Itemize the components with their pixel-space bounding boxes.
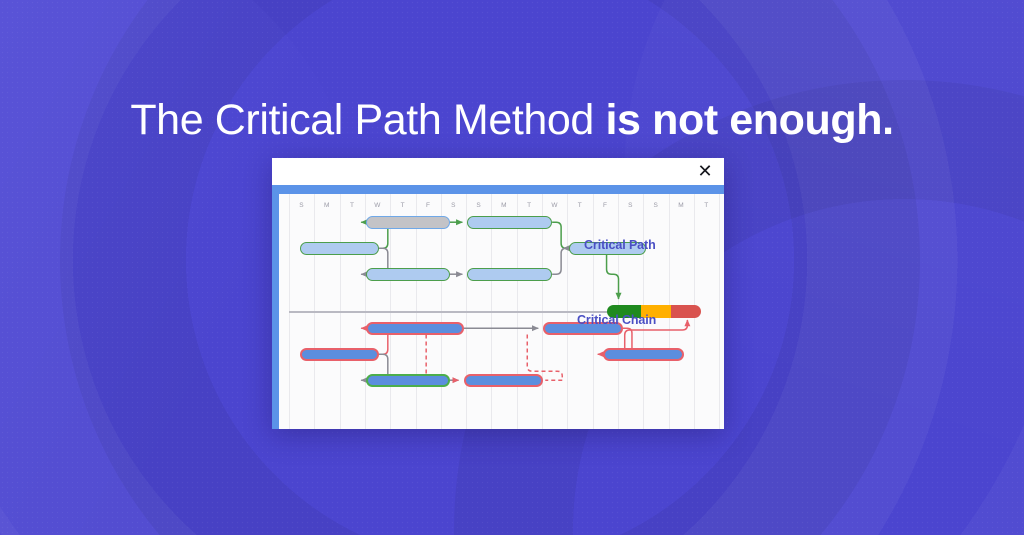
- gantt-task-bar[interactable]: [300, 242, 379, 255]
- project-buffer-bar[interactable]: [606, 305, 702, 318]
- window-accent-rail: [272, 194, 279, 429]
- day-header: S: [653, 202, 659, 209]
- gantt-task-bar[interactable]: [366, 374, 450, 387]
- day-header: T: [577, 202, 583, 209]
- day-header: W: [374, 202, 381, 209]
- gantt-task-bar[interactable]: [463, 374, 544, 387]
- day-header: T: [527, 202, 532, 209]
- buffer-segment-safe: [606, 305, 641, 318]
- day-header: F: [603, 202, 608, 209]
- day-header: T: [350, 202, 355, 209]
- gantt-task-bar[interactable]: [467, 268, 553, 281]
- gantt-task-bar[interactable]: [543, 322, 623, 335]
- gantt-task-bar[interactable]: [366, 216, 450, 229]
- gantt-task-bar[interactable]: [467, 216, 553, 229]
- buffer-segment-watch: [640, 305, 672, 318]
- day-header: W: [551, 202, 558, 209]
- buffer-segment-critical: [671, 305, 702, 318]
- critical-chain-label: Critical Chain: [577, 313, 657, 327]
- page-title: The Critical Path Method is not enough.: [0, 99, 1024, 142]
- close-icon[interactable]: ✕: [697, 161, 713, 181]
- gantt-chart: S M T W T F S S M T W T F S S M T Critical Path Critical…: [279, 194, 724, 429]
- day-header: M: [324, 202, 330, 209]
- day-header: M: [678, 202, 685, 209]
- day-header: T: [400, 202, 406, 209]
- day-header: S: [451, 202, 456, 209]
- day-header: T: [704, 202, 709, 209]
- section-divider: [289, 311, 607, 313]
- gantt-task-bar[interactable]: [366, 268, 450, 281]
- day-header: S: [628, 202, 633, 209]
- gantt-window: ✕ S M T W T F S S M T W T F S S M T Critical Path Critic…: [272, 158, 724, 429]
- gantt-task-bar[interactable]: [300, 348, 379, 361]
- gantt-task-bar[interactable]: [366, 322, 464, 335]
- page-title-regular: The Critical Path Method: [130, 96, 606, 144]
- page-title-bold: is not enough.: [605, 96, 894, 144]
- day-header: M: [501, 202, 507, 209]
- gantt-task-bar[interactable]: [568, 242, 646, 255]
- gridline: [719, 194, 721, 429]
- gantt-task-bar[interactable]: [602, 348, 684, 361]
- critical-path-label: Critical Path: [584, 238, 656, 252]
- day-header: S: [476, 202, 482, 209]
- day-header: S: [299, 202, 305, 209]
- day-header: F: [425, 202, 431, 209]
- window-titlebar: [272, 158, 724, 185]
- window-accent-band: [272, 185, 724, 194]
